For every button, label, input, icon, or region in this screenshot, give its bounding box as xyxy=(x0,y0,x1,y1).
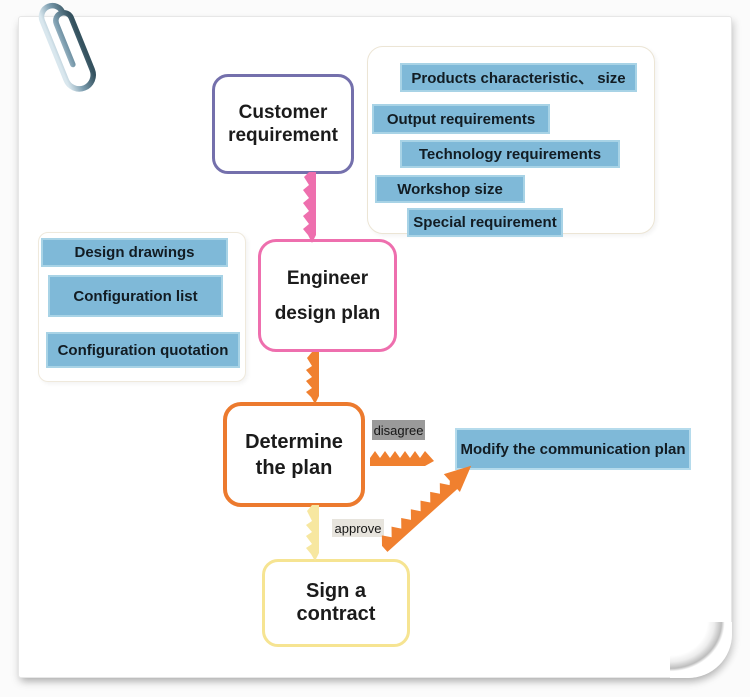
customer-requirement-node: Customer requirement xyxy=(212,74,354,174)
approve-label: approve xyxy=(332,519,384,537)
arrow-customer-to-engineer xyxy=(303,172,316,243)
tag-technology-requirements: Technology requirements xyxy=(400,140,620,168)
tag-workshop-size: Workshop size xyxy=(375,175,525,203)
determine-plan-node: Determine the plan xyxy=(223,402,365,507)
tag-special-requirement: Special requirement xyxy=(407,208,563,237)
modify-communication-plan-box: Modify the communication plan xyxy=(455,428,691,470)
determine-line1: Determine xyxy=(245,430,343,453)
sign-label: Sign a contract xyxy=(296,580,376,625)
tag-output-requirements: Output requirements xyxy=(372,104,550,134)
tag-design-drawings: Design drawings xyxy=(41,238,228,267)
arrow-engineer-to-determine xyxy=(306,352,319,404)
engineer-line1: Engineer xyxy=(286,267,369,289)
paperclip-icon xyxy=(11,0,109,106)
engineer-design-plan-node: Engineer design plan xyxy=(258,239,397,352)
tag-configuration-list: Configuration list xyxy=(48,275,223,317)
page-curl xyxy=(670,622,732,678)
sign-contract-node: Sign a contract xyxy=(262,559,410,647)
arrow-return-to-modify xyxy=(373,455,481,556)
arrow-determine-to-modify xyxy=(370,451,434,466)
determine-line2: the plan xyxy=(255,456,333,479)
tag-products-characteristic: Products characteristic、 size xyxy=(400,63,637,92)
disagree-label: disagree xyxy=(372,420,425,440)
engineer-line2: design plan xyxy=(274,302,381,324)
arrow-determine-to-sign xyxy=(306,505,319,561)
customer-line1: Customer xyxy=(238,102,328,123)
customer-line2: requirement xyxy=(228,125,338,146)
tag-configuration-quotation: Configuration quotation xyxy=(46,332,240,368)
